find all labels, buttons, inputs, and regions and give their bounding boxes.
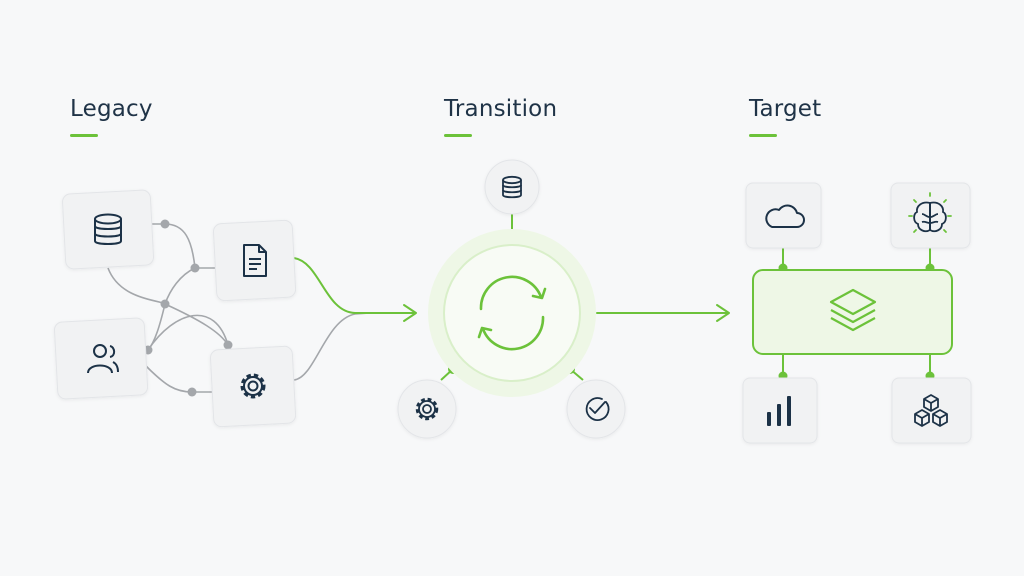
target-card-modules [891, 377, 972, 444]
transition-hub [428, 229, 596, 397]
gear-icon [415, 397, 439, 421]
users-icon [87, 344, 119, 374]
gear-icon [240, 373, 266, 399]
legacy-connector [145, 365, 212, 393]
legacy-card-gear [209, 345, 297, 428]
database-icon [502, 175, 522, 199]
legacy-card-document [212, 219, 297, 302]
junction-dot [223, 340, 233, 350]
flow-line [293, 257, 414, 314]
legacy-card-users [53, 317, 149, 400]
target-card-analytics [742, 377, 818, 444]
ai-brain-icon [908, 192, 952, 233]
legacy-connector [152, 223, 215, 269]
transition-node-database [484, 159, 540, 215]
cloud-icon [765, 204, 805, 228]
arrow-head [716, 304, 730, 322]
transition-node-gear [397, 379, 457, 439]
transition-node-check [566, 379, 626, 439]
legacy-connector [147, 267, 196, 351]
database-icon [94, 213, 122, 245]
transition-to-target-flow [596, 304, 730, 322]
legacy-card-database [62, 189, 155, 270]
target-platform-card [752, 269, 953, 355]
legacy-to-transition-flow [293, 257, 417, 322]
heading-legacy-underline [70, 134, 98, 137]
heading-transition: Transition [444, 96, 558, 122]
junction-dot [160, 299, 170, 309]
document-icon [243, 244, 267, 277]
sync-icon [477, 275, 547, 351]
heading-legacy: Legacy [70, 96, 153, 122]
junction-dot [160, 219, 170, 229]
target-card-ai [890, 182, 971, 249]
target-card-cloud [745, 182, 822, 249]
legacy-connector [293, 312, 371, 381]
layers-icon [829, 288, 877, 332]
heading-target-underline [749, 134, 777, 137]
legacy-connector [143, 314, 229, 360]
bar-chart-icon [767, 396, 791, 426]
heading-transition-underline [444, 134, 472, 137]
cubes-icon [914, 394, 948, 427]
arrow-head [403, 304, 417, 322]
junction-dot [187, 387, 197, 397]
check-circle-icon [585, 397, 610, 421]
heading-target: Target [749, 96, 822, 122]
junction-dot [190, 263, 200, 273]
